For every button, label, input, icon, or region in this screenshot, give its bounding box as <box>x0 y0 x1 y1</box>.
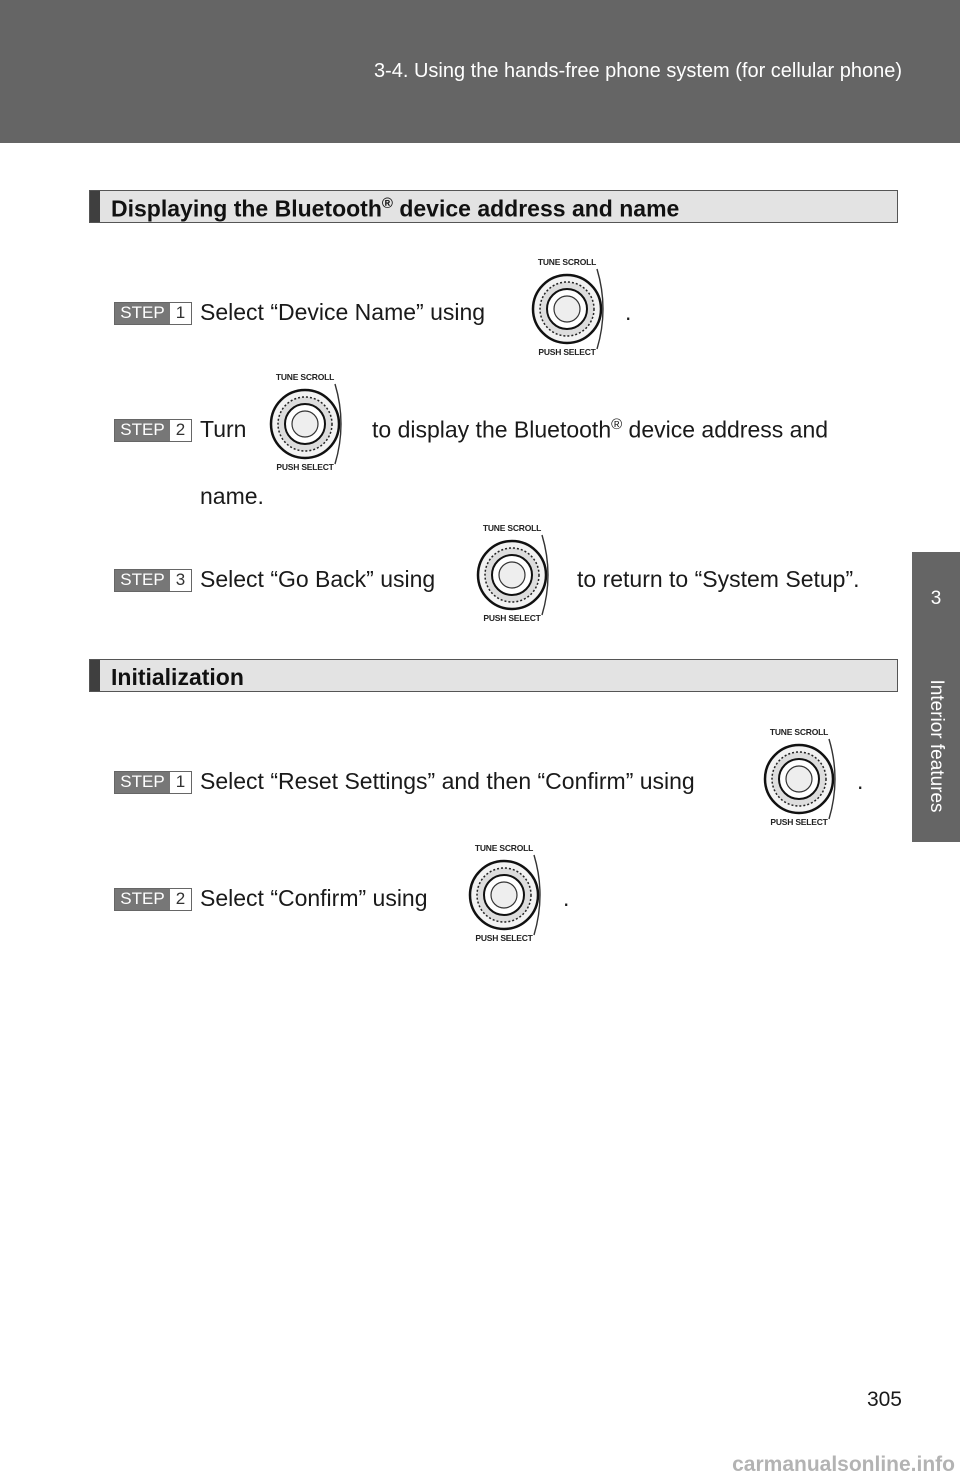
section-heading-bluetooth-address: Displaying the Bluetooth® device address… <box>89 190 898 223</box>
heading-bar <box>90 660 100 691</box>
section-title-rest: device address and name <box>392 195 680 222</box>
step-badge: STEP 2 <box>114 419 192 442</box>
section-heading-initialization: Initialization <box>89 659 898 692</box>
step-text: Select “Go Back” using <box>200 566 436 592</box>
tune-scroll-knob-icon: TUNE SCROLL PUSH SELECT <box>472 523 562 628</box>
heading-bar <box>90 191 100 222</box>
step-text-end: . <box>563 885 570 911</box>
step-badge: STEP 1 <box>114 771 192 794</box>
knob-bottom-label: PUSH SELECT <box>483 613 541 623</box>
step-text: Select “Reset Settings” and then “Confir… <box>200 768 695 794</box>
chapter-side-label: Interior features <box>926 679 947 813</box>
section-title: Displaying the Bluetooth® device address… <box>111 195 679 223</box>
step-word: STEP <box>115 889 170 910</box>
step-text-part: device address and <box>622 416 829 443</box>
step-badge: STEP 3 <box>114 569 192 592</box>
chapter-title: 3-4. Using the hands-free phone system (… <box>373 60 902 82</box>
chapter-side-label-box: Interior features <box>912 652 960 842</box>
knob-top-label: TUNE SCROLL <box>769 727 829 737</box>
step-badge: STEP 1 <box>114 302 192 325</box>
registered-mark: ® <box>381 195 393 212</box>
step-number: 2 <box>175 420 186 439</box>
step-badge: STEP 2 <box>114 888 192 911</box>
step-text-continued: to display the Bluetooth® device address… <box>372 416 828 444</box>
registered-mark: ® <box>611 416 623 433</box>
knob-top-label: TUNE SCROLL <box>537 257 597 267</box>
section-title: Initialization <box>111 664 244 690</box>
chapter-tab-number: 3 <box>930 588 942 609</box>
tune-scroll-knob-icon: TUNE SCROLL PUSH SELECT <box>759 727 849 832</box>
page-number: 305 <box>866 1388 902 1411</box>
step-number: 3 <box>175 570 186 589</box>
step-word: STEP <box>115 420 170 441</box>
knob-bottom-label: PUSH SELECT <box>276 462 334 472</box>
tune-scroll-knob-icon: TUNE SCROLL PUSH SELECT <box>265 372 355 477</box>
step-word: STEP <box>115 570 170 591</box>
tune-scroll-knob-icon: TUNE SCROLL PUSH SELECT <box>464 843 554 948</box>
knob-bottom-label: PUSH SELECT <box>538 347 596 357</box>
chapter-tab: 3 <box>912 552 960 652</box>
step-text-part: to display the Bluetooth <box>372 416 612 443</box>
knob-bottom-label: PUSH SELECT <box>770 817 828 827</box>
step-text-end: to return to “System Setup”. <box>577 566 860 592</box>
step-text-wrap: name. <box>200 483 264 509</box>
step-text: Select “Device Name” using <box>200 299 486 325</box>
section-title-main: Displaying the Bluetooth <box>111 195 382 222</box>
page-header: 3-4. Using the hands-free phone system (… <box>0 0 960 143</box>
tune-scroll-knob-icon: TUNE SCROLL PUSH SELECT <box>527 257 617 362</box>
step-word: STEP <box>115 772 170 793</box>
step-number: 1 <box>175 772 186 791</box>
knob-top-label: TUNE SCROLL <box>275 372 335 382</box>
knob-top-label: TUNE SCROLL <box>482 523 542 533</box>
step-text: Turn <box>200 416 247 442</box>
step-number: 2 <box>175 889 186 908</box>
step-text-end: . <box>857 768 864 794</box>
knob-bottom-label: PUSH SELECT <box>475 933 533 943</box>
step-text: Select “Confirm” using <box>200 885 428 911</box>
step-text-end: . <box>625 299 632 325</box>
step-word: STEP <box>115 303 170 324</box>
watermark: carmanualsonline.info <box>732 1453 955 1476</box>
knob-top-label: TUNE SCROLL <box>474 843 534 853</box>
step-number: 1 <box>175 303 186 322</box>
